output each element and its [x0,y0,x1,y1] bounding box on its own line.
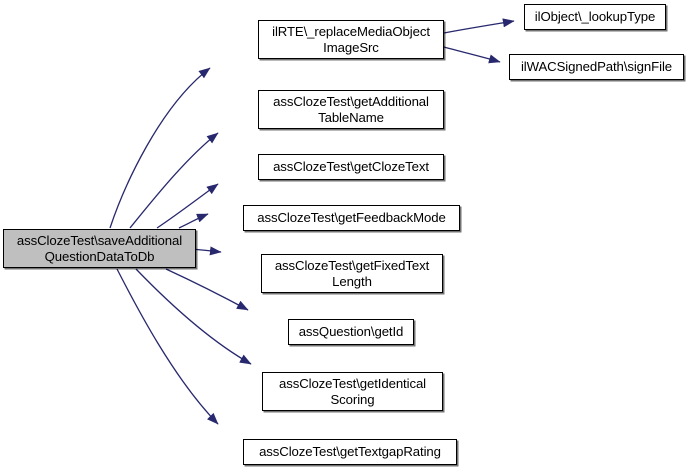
call-edge-root-to-getTextgapRating [116,268,219,425]
graph-node-getIdenticalScoring[interactable]: assClozeTest\getIdentical Scoring [262,372,443,411]
graph-node-lookupType[interactable]: ilObject\_lookupType [524,4,666,30]
call-edge-root-to-getAdditionalTableName [129,132,219,229]
call-edge-replaceMediaObjectImageSrc-to-signFile [443,46,501,64]
call-edge-root-to-getClozeText [156,183,219,229]
call-edge-root-to-replaceMediaObjectImageSrc [109,67,211,229]
call-edge-replaceMediaObjectImageSrc-to-lookupType [443,18,515,34]
graph-node-getAdditionalTableName[interactable]: assClozeTest\getAdditional TableName [258,90,444,129]
graph-node-label-getFixedTextLength: assClozeTest\getFixedText Length [274,258,430,289]
graph-node-getClozeText[interactable]: assClozeTest\getClozeText [258,154,444,180]
graph-node-label-getClozeText: assClozeTest\getClozeText [273,159,429,175]
graph-node-label-replaceMediaObjectImageSrc: ilRTE\_replaceMediaObject ImageSrc [272,24,430,55]
graph-node-label-getTextgapRating: assClozeTest\getTextgapRating [259,444,441,460]
call-edge-root-to-getId [165,268,249,311]
call-edge-root-to-getIdenticalScoring [135,268,252,365]
graph-node-label-root: assClozeTest\saveAdditional QuestionData… [16,233,183,264]
graph-node-label-getId: assQuestion\getId [298,324,404,340]
graph-node-label-lookupType: ilObject\_lookupType [534,9,656,25]
graph-node-label-getFeedbackMode: assClozeTest\getFeedbackMode [257,210,446,226]
graph-node-root[interactable]: assClozeTest\saveAdditional QuestionData… [3,229,196,268]
graph-node-getFixedTextLength[interactable]: assClozeTest\getFixedText Length [261,254,443,293]
graph-node-signFile[interactable]: ilWACSignedPath\signFile [509,54,684,80]
call-edge-root-to-getFeedbackMode [178,213,209,229]
graph-node-label-getAdditionalTableName: assClozeTest\getAdditional TableName [273,94,429,125]
graph-node-getId[interactable]: assQuestion\getId [288,319,414,345]
graph-node-getTextgapRating[interactable]: assClozeTest\getTextgapRating [243,439,457,465]
graph-node-label-signFile: ilWACSignedPath\signFile [520,59,673,75]
graph-node-replaceMediaObjectImageSrc[interactable]: ilRTE\_replaceMediaObject ImageSrc [258,20,444,59]
graph-node-getFeedbackMode[interactable]: assClozeTest\getFeedbackMode [243,205,460,231]
graph-node-label-getIdenticalScoring: assClozeTest\getIdentical Scoring [278,376,427,407]
